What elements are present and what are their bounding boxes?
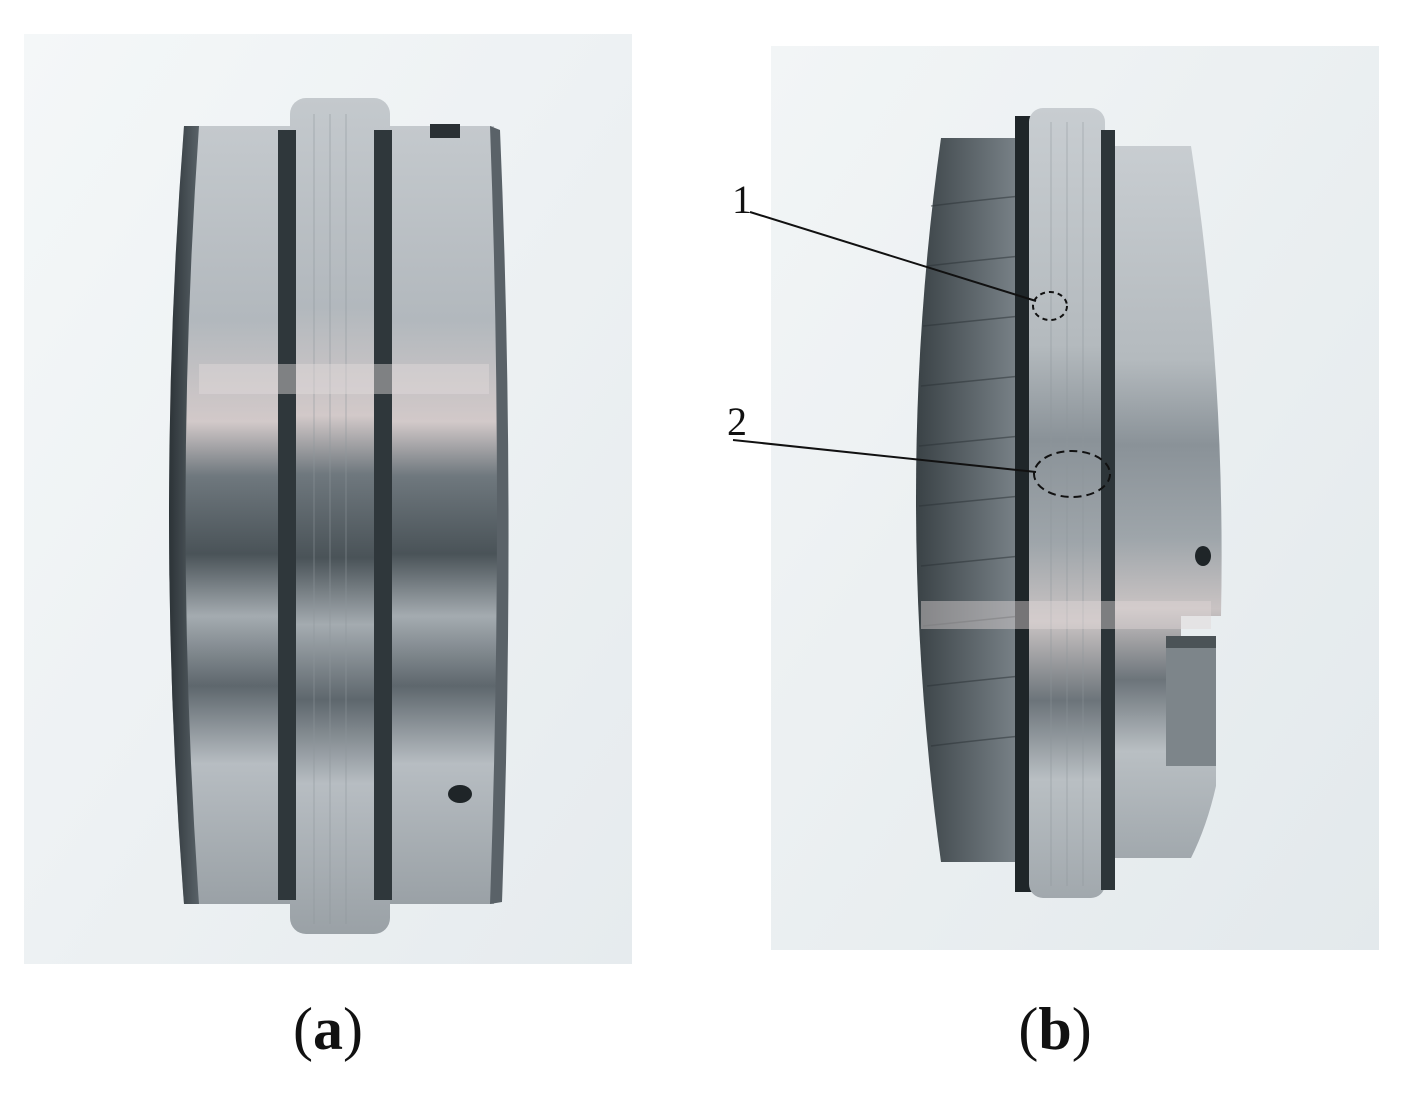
caption-a-letter: a — [313, 996, 343, 1062]
marker-label-2: 2 — [727, 399, 747, 444]
flange-band-a — [290, 98, 390, 934]
caption-b-open: ( — [1018, 996, 1039, 1062]
caption-a: (a) — [228, 984, 428, 1074]
ring-photo-b — [771, 46, 1379, 950]
photo-panel-b — [771, 46, 1379, 950]
threaded-section-b — [916, 138, 1023, 862]
caption-b-letter: b — [1038, 996, 1072, 1062]
caption-b: (b) — [955, 984, 1155, 1074]
caption-a-close: ) — [343, 996, 363, 1062]
caption-b-close: ) — [1071, 996, 1092, 1062]
ring-photo-a — [24, 34, 632, 964]
marker-label-1: 1 — [732, 177, 752, 222]
caption-a-open: ( — [293, 996, 313, 1062]
photo-panel-a — [24, 34, 632, 964]
